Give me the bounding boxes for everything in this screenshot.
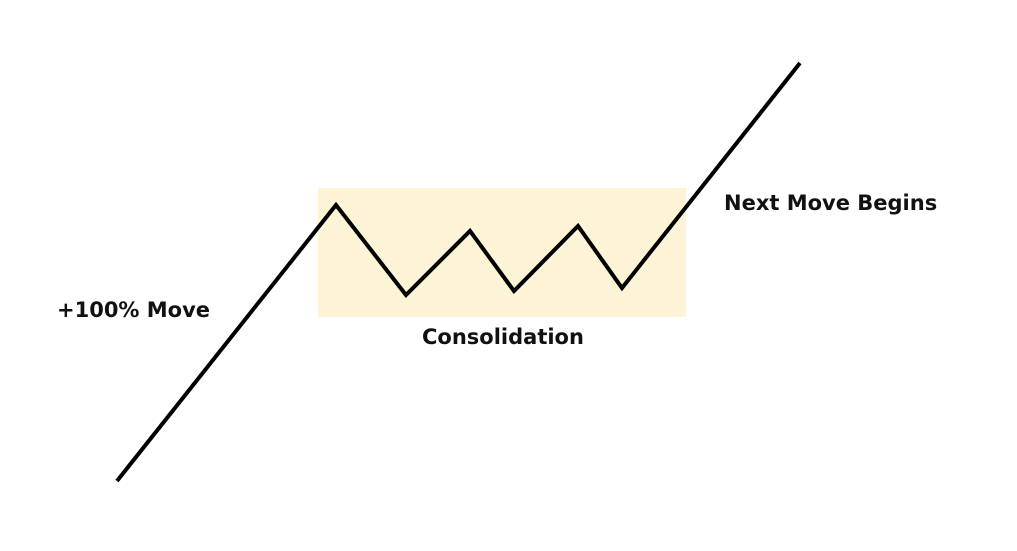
consolidation-zone — [318, 188, 686, 317]
consolidation-label: Consolidation — [422, 325, 584, 349]
move-label: +100% Move — [57, 298, 211, 322]
price-line — [115, 61, 802, 483]
next-move-label: Next Move Begins — [724, 191, 938, 215]
